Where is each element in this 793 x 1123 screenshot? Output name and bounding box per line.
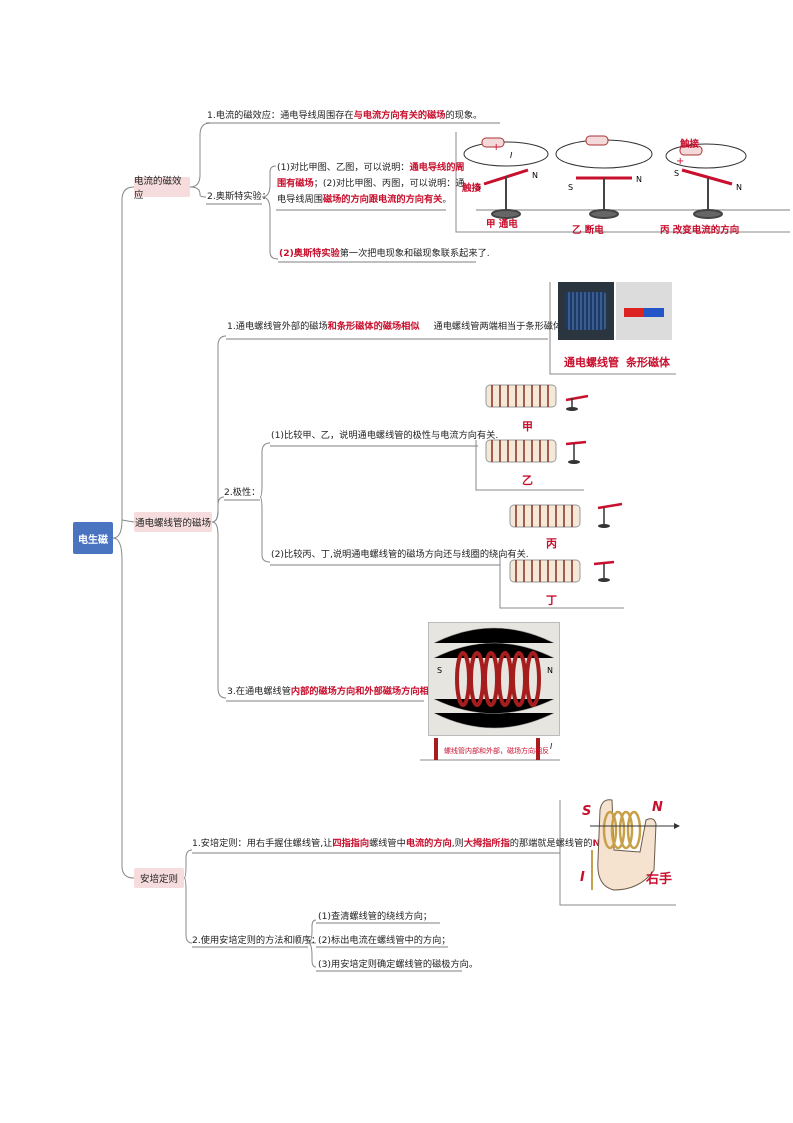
root-node[interactable]: 电生磁 bbox=[73, 522, 113, 554]
current-label: I bbox=[510, 151, 513, 160]
b1-item1: 1.电流的磁效应：通电导线周围存在与电流方向有关的磁场的现象。 bbox=[207, 110, 482, 122]
branch-node-ampere-rule[interactable]: 安培定则 bbox=[134, 868, 184, 888]
b2-item2-sub1: (1)比较甲、乙，说明通电螺线管的极性与电流方向有关. bbox=[271, 430, 499, 441]
highlight: 内部的磁场方向和外部磁场方向相反 bbox=[290, 686, 438, 697]
pole-n: N bbox=[736, 183, 742, 192]
text: 1.安培定则：用右手握住螺线管,让 bbox=[192, 838, 333, 849]
solenoid-photo bbox=[558, 282, 614, 340]
pole-s: S bbox=[582, 804, 592, 819]
b3-step-1: (1)查清螺线管的绕线方向； bbox=[318, 911, 433, 922]
b3-step-2: (2)标出电流在螺线管中的方向； bbox=[318, 935, 451, 946]
branch-label: 电流的磁效应 bbox=[134, 176, 182, 201]
label-yi: 乙 bbox=[522, 474, 533, 487]
text: ,则 bbox=[451, 838, 464, 849]
b1-item2-label: 2.奥斯特实验： bbox=[207, 191, 271, 202]
text: 。 bbox=[442, 194, 452, 205]
b2-item3: 3.在通电螺线管内部的磁场方向和外部磁场方向相反. bbox=[227, 686, 441, 698]
caption-bing: 丙 改变电流的方向 bbox=[660, 225, 740, 236]
b2-item1: 1.通电螺线管外部的磁场和条形磁体的磁场相似 通电螺线管两端相当于条形磁体的两极 bbox=[227, 321, 590, 333]
filings-drawing: S N bbox=[433, 627, 555, 729]
iron-filings-photo: S N bbox=[428, 622, 560, 736]
branch-label: 安培定则 bbox=[139, 874, 178, 885]
caption-solenoid: 通电螺线管 bbox=[564, 356, 619, 369]
pole-n: N bbox=[636, 175, 642, 184]
highlight: (2)奥斯特实验 bbox=[279, 248, 340, 259]
b3-item2-label: 2.使用安培定则的方法和顺序： bbox=[192, 935, 321, 946]
b1-item2-sub2: (2)奥斯特实验第一次把电现象和磁现象联系起来了. bbox=[279, 248, 490, 260]
caption-bar-magnet: 条形磁体 bbox=[626, 356, 670, 369]
highlight: 和条形磁体的磁场相似 bbox=[327, 321, 420, 332]
text: 1.电流的磁效应：通电导线周围存在 bbox=[207, 110, 354, 121]
b3-step-3: (3)用安培定则确定螺线管的磁极方向。 bbox=[318, 959, 479, 970]
plus-sign: + bbox=[492, 142, 500, 153]
label-bing: 丙 bbox=[546, 537, 557, 550]
coil-figures bbox=[485, 384, 623, 583]
pole-n: N bbox=[532, 171, 538, 180]
caption-jia: 甲 通电 bbox=[486, 219, 518, 230]
pole-s: S bbox=[476, 183, 481, 192]
text: ；(2)对比甲图、丙图，可以说明：通 bbox=[313, 178, 465, 189]
root-label: 电生磁 bbox=[78, 534, 108, 546]
b3-item1: 1.安培定则：用右手握住螺线管,让四指指向螺线管中电流的方向,则大拇指所指的那端… bbox=[192, 838, 612, 850]
text: 的现象。 bbox=[445, 110, 483, 121]
highlight: 与电流方向有关的磁场 bbox=[353, 110, 446, 121]
touch-label-1: 触接 bbox=[462, 183, 482, 194]
touch-label-2: 触接 bbox=[680, 139, 700, 150]
plus-sign: + bbox=[676, 156, 684, 167]
label-jia: 甲 bbox=[522, 420, 533, 433]
current-label: I bbox=[580, 870, 585, 885]
pole-s: S bbox=[437, 666, 442, 675]
text: 3.在通电螺线管 bbox=[227, 686, 291, 697]
text: 电导线周围 bbox=[277, 194, 323, 205]
highlight: 四指指向 bbox=[332, 838, 370, 849]
pole-n: N bbox=[652, 800, 663, 815]
right-hand-figure bbox=[590, 799, 680, 891]
text: 通电螺线管两端相当于条形磁体的两极 bbox=[433, 321, 590, 332]
bar-magnet-photo bbox=[616, 282, 672, 340]
highlight: 围有磁场 bbox=[277, 178, 314, 189]
highlight: 磁场的方向跟电流的方向有关 bbox=[322, 194, 443, 205]
pole-n: N bbox=[547, 666, 553, 675]
current-label: I bbox=[550, 742, 553, 751]
text: 1.通电螺线管外部的磁场 bbox=[227, 321, 328, 332]
wire-lead-right bbox=[536, 738, 540, 760]
label-ding: 丁 bbox=[546, 594, 557, 607]
highlight: 大拇指所指 bbox=[463, 838, 510, 849]
b1-item2-sub1: (1)对比甲图、乙图，可以说明：通电导线的周 围有磁场；(2)对比甲图、丙图，可… bbox=[277, 160, 465, 208]
highlight: 电流的方向 bbox=[405, 838, 452, 849]
branch-node-magnetic-effect[interactable]: 电流的磁效应 bbox=[134, 176, 190, 201]
text: 螺线管中 bbox=[369, 838, 406, 849]
pole-s: S bbox=[568, 183, 573, 192]
right-hand-label: 右手 bbox=[646, 872, 673, 887]
text: (1)对比甲图、乙图，可以说明： bbox=[277, 162, 410, 173]
oersted-figure: S N S N S N I + + bbox=[463, 135, 747, 219]
wire-lead-left bbox=[434, 738, 438, 760]
caption-yi: 乙 断电 bbox=[572, 225, 604, 236]
b2-item2-sub2: (2)比较丙、丁,说明通电螺线管的磁场方向还与线圈的绕向有关. bbox=[271, 549, 529, 560]
branch-label: 通电螺线管的磁场 bbox=[134, 518, 211, 529]
text: 第一次把电现象和磁现象联系起来了. bbox=[339, 248, 490, 259]
pole-s: S bbox=[674, 169, 679, 178]
filings-caption: 螺线管内部和外部，磁场方向相反 bbox=[444, 747, 549, 755]
branch-node-solenoid-field[interactable]: 通电螺线管的磁场 bbox=[134, 512, 212, 532]
b2-item2-label: 2.极性： bbox=[224, 487, 261, 498]
text: 的那端就是螺线管的 bbox=[509, 838, 593, 849]
highlight: 通电导线的周 bbox=[409, 162, 465, 173]
